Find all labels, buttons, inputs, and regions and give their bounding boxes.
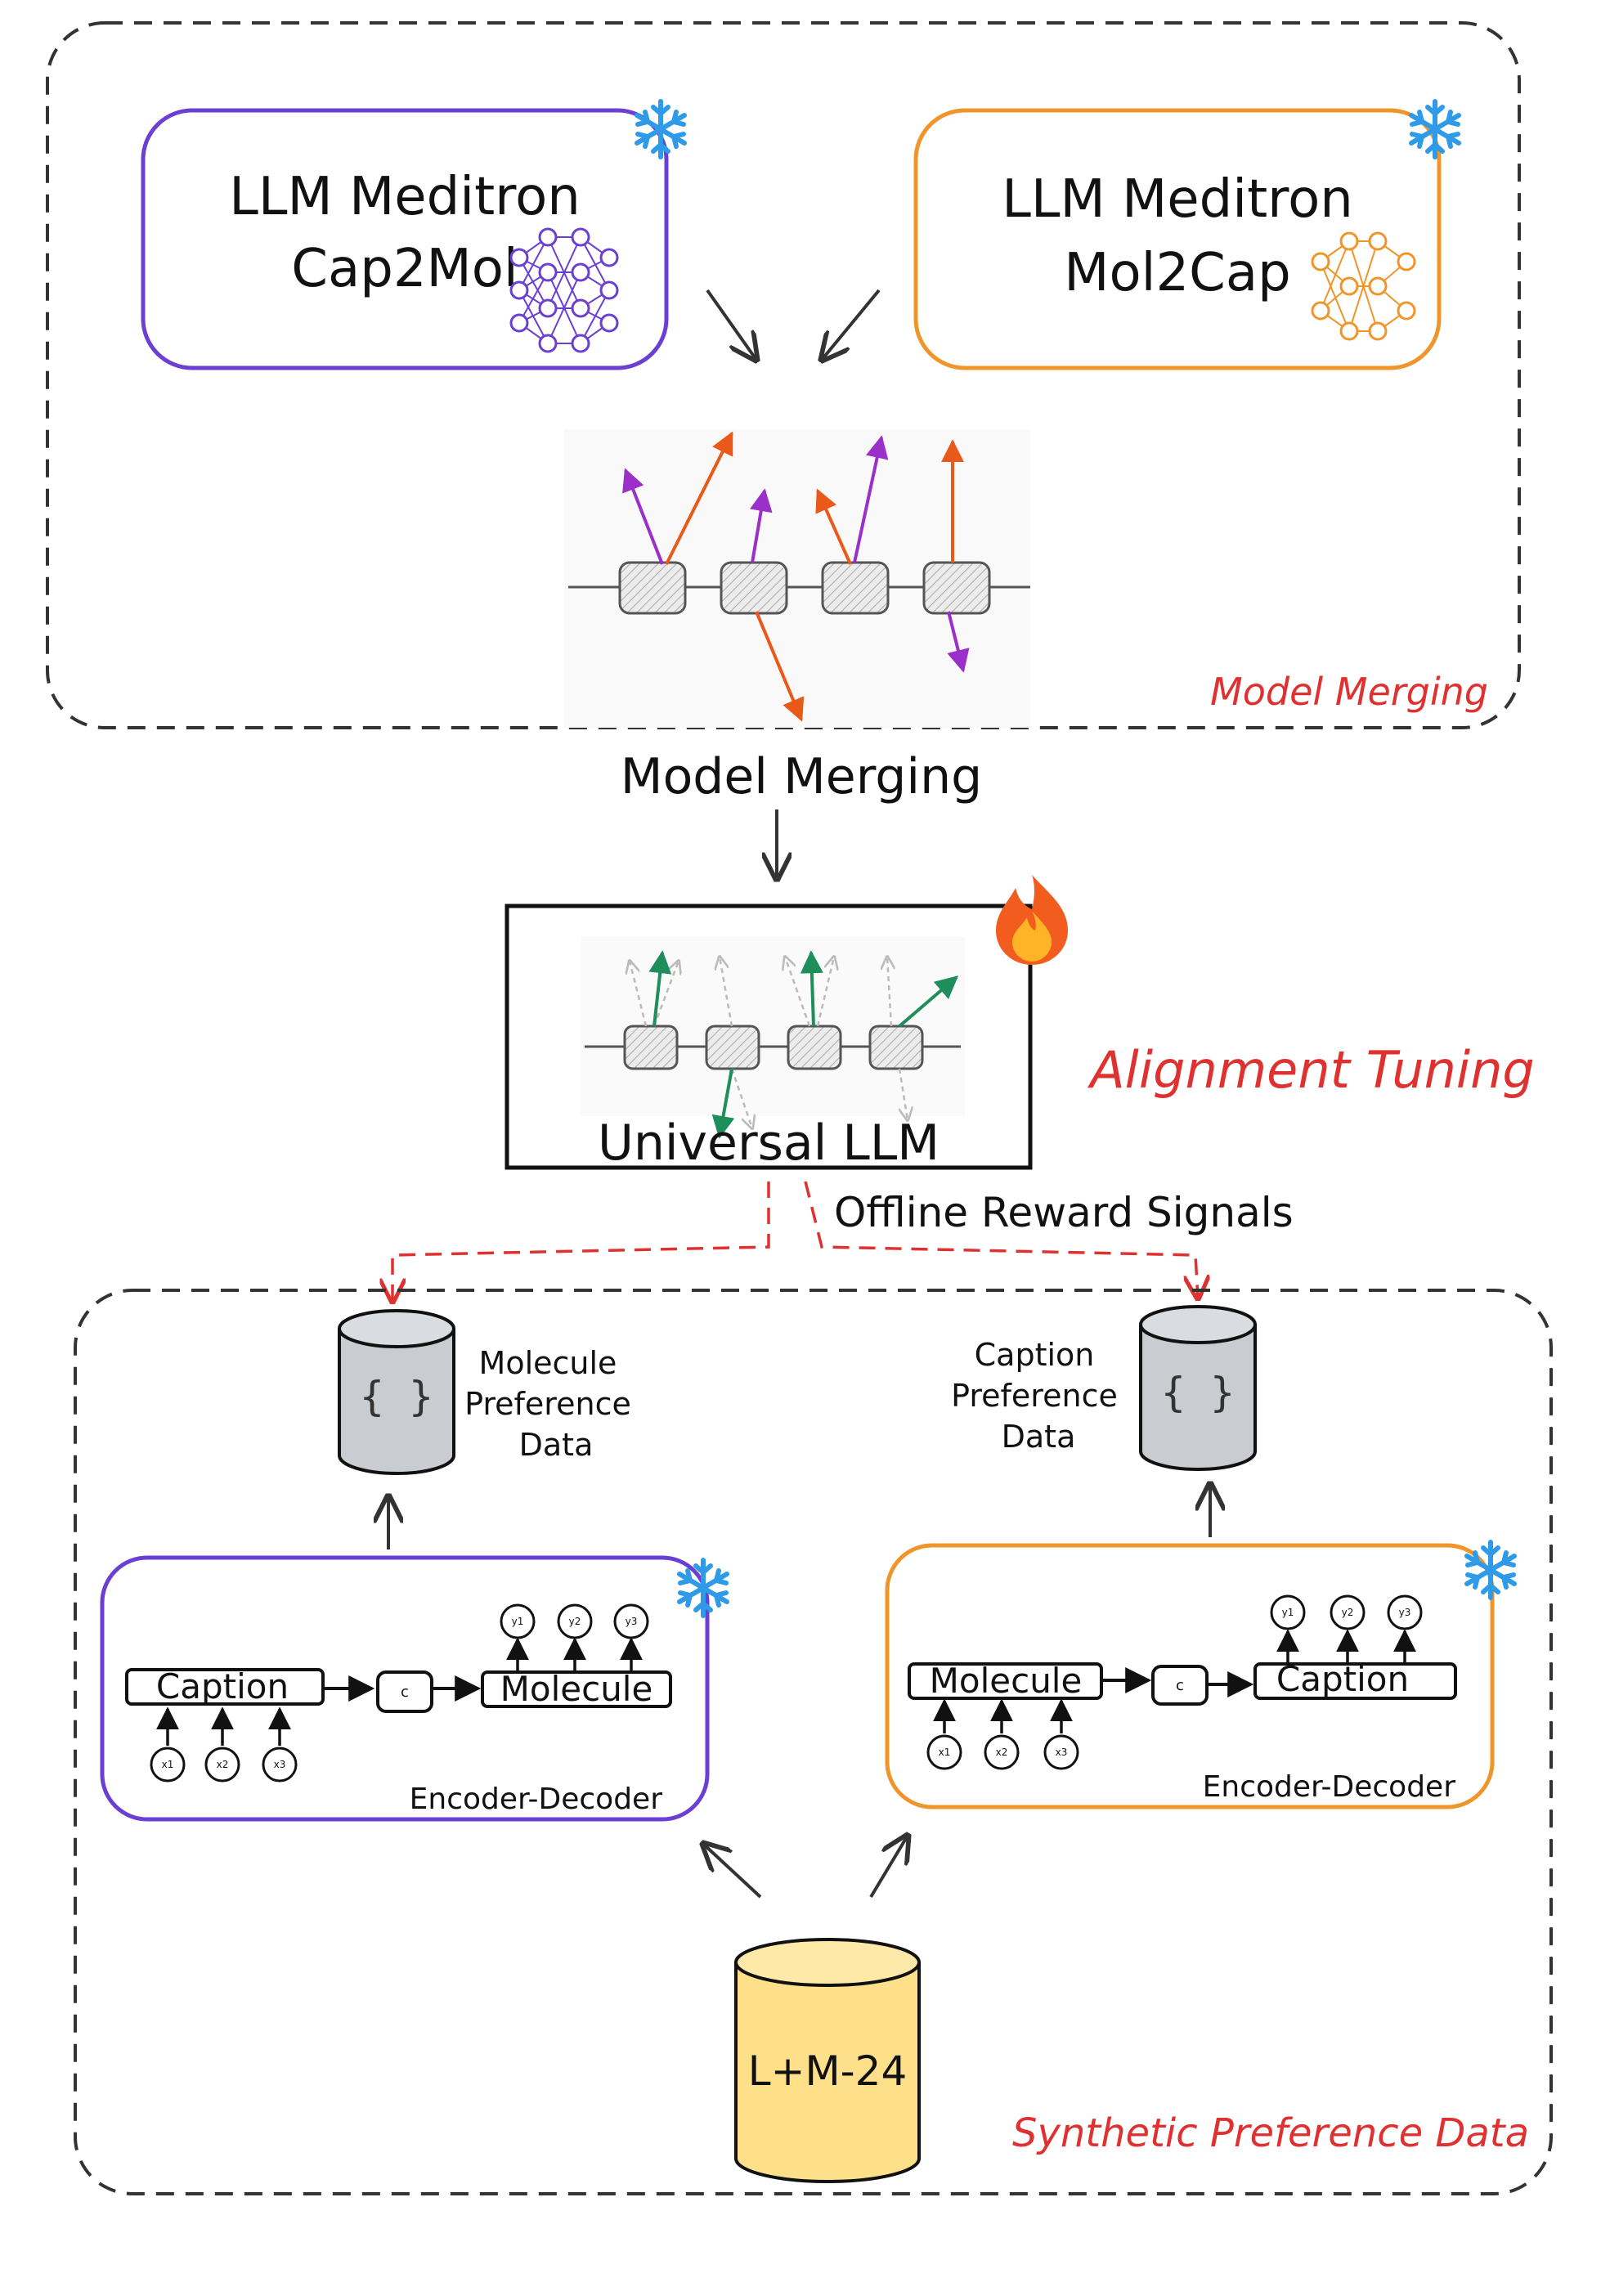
llm-mol2cap-card: LLM Meditron Mol2Cap [913,101,1459,370]
frozen-snowflake-icon [637,101,684,157]
decoder-output-caption: Caption [1276,1659,1409,1699]
synthetic-preference-section: Synthetic Preference Data [74,1289,1553,2195]
llm-cap2mol-subtitle: Cap2Mol [291,239,518,299]
alignment-tuning-label: Alignment Tuning [1087,1040,1534,1100]
token-y1: y1 [512,1616,524,1627]
dataset-to-left-arrow [703,1844,762,1899]
universal-llm-card: Universal LLM [505,875,1068,1172]
llm-mol2cap-subtitle: Mol2Cap [1064,243,1290,303]
database-braces-icon: { } [360,1373,433,1420]
frozen-snowflake-icon [1467,1542,1514,1598]
neural-network-icon [1311,231,1416,341]
task-vector-merge-illustration [564,429,1030,728]
model-merging-section-label: Model Merging [1210,670,1488,714]
token-y3: y3 [626,1616,638,1627]
decoder-output-molecule: Molecule [500,1669,653,1709]
context-vector: c [401,1684,409,1701]
synthetic-preference-section-label: Synthetic Preference Data [1012,2110,1529,2156]
token-x2: x2 [217,1759,229,1770]
lm24-dataset-database: L+M-24 [734,1938,921,2183]
model-merging-label: Model Merging [621,748,982,805]
right-encoder-decoder-card: Molecule c Caption x1 x2 x3 y1 y2 y3 Enc… [885,1542,1514,1809]
reward-arrows [392,1181,1198,1302]
caption-preference-label-2: Preference [951,1378,1118,1414]
molecule-preference-label-3: Data [519,1427,594,1463]
molecule-preference-label-2: Preference [464,1386,631,1422]
molecule-preference-label-1: Molecule [479,1345,617,1381]
token-y2: y2 [1342,1607,1354,1618]
frozen-snowflake-icon [679,1560,727,1616]
dataset-to-right-arrow [869,1836,908,1899]
token-y1: y1 [1282,1607,1294,1618]
encoder-decoder-label: Encoder-Decoder [410,1783,663,1816]
neural-network-icon [509,227,619,353]
molecule-preference-database: { } [338,1309,455,1475]
caption-preference-label-1: Caption [975,1337,1095,1373]
llm-mol2cap-title: LLM Meditron [1002,169,1353,230]
token-y2: y2 [569,1616,581,1627]
caption-preference-label-3: Data [1002,1419,1076,1455]
encoder-decoder-label: Encoder-Decoder [1203,1770,1456,1804]
token-y3: y3 [1399,1607,1411,1618]
fire-icon [996,875,1068,965]
left-encoder-decoder-card: Caption c Molecule x1 x2 x3 y1 y2 y3 Enc… [100,1555,727,1822]
merge-arrow-right [822,289,881,360]
token-x3: x3 [274,1759,286,1770]
context-vector: c [1176,1677,1184,1694]
merge-arrow-left [706,289,756,360]
encoder-input-molecule: Molecule [930,1661,1083,1701]
dataset-label: L+M-24 [748,2047,908,2095]
database-braces-icon: { } [1161,1369,1235,1416]
offline-reward-signals-label: Offline Reward Signals [834,1189,1294,1236]
token-x1: x1 [939,1747,951,1758]
encoder-input-caption: Caption [156,1666,289,1706]
token-x3: x3 [1056,1747,1068,1758]
llm-cap2mol-card: LLM Meditron Cap2Mol [141,101,684,370]
token-x1: x1 [162,1759,174,1770]
token-x2: x2 [996,1747,1008,1758]
frozen-snowflake-icon [1411,101,1459,157]
universal-llm-label: Universal LLM [598,1114,940,1172]
llm-cap2mol-title: LLM Meditron [229,167,581,227]
caption-preference-database: { } [1139,1305,1257,1471]
